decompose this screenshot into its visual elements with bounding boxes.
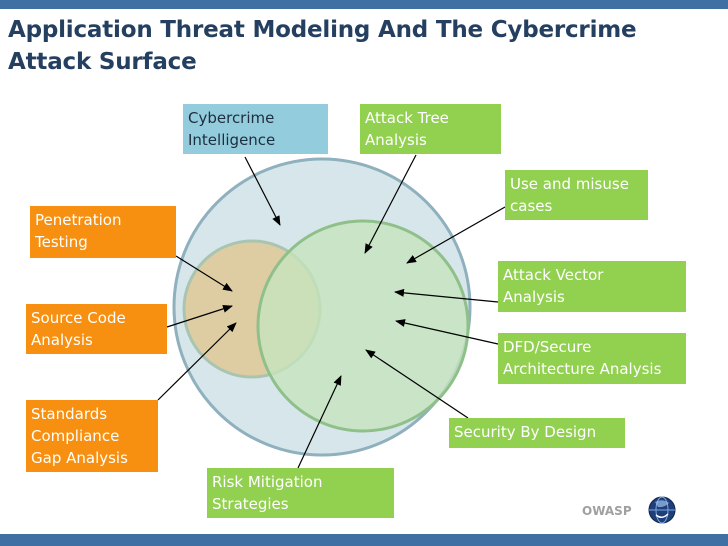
owasp-brand-text: OWASP	[582, 504, 632, 518]
arrow-attack-vector-analysis	[394, 288, 499, 303]
slide-title: Application Threat Modeling And The Cybe…	[8, 17, 637, 75]
penetration-testing-box: Penetration Testing	[30, 206, 176, 258]
attack-vector-analysis-box: Attack Vector Analysis	[498, 261, 686, 312]
arrow-source-code-analysis	[166, 304, 233, 328]
arrow-cybercrime-intelligence	[244, 156, 281, 226]
arrow-standards-compliance	[157, 322, 237, 401]
dfd-secure-architecture-analysis-box: DFD/Secure Architecture Analysis	[498, 333, 686, 384]
arrow-attack-tree-analysis	[364, 154, 417, 254]
source-code-analysis-box: Source Code Analysis	[26, 304, 167, 354]
bottom-bar	[0, 534, 728, 546]
owasp-globe-logo-icon	[648, 496, 676, 524]
arrow-security-by-design	[365, 349, 469, 419]
risk-mitigation-strategies-box: Risk Mitigation Strategies	[207, 468, 394, 518]
standards-compliance-gap-analysis-box: Standards Compliance Gap Analysis	[26, 400, 158, 472]
attack-tree-analysis-box: Attack Tree Analysis	[360, 104, 501, 154]
arrow-dfd-secure-architecture	[395, 319, 499, 345]
arrow-penetration-testing	[175, 255, 233, 292]
arrow-use-and-misuse-cases	[406, 206, 506, 264]
arrow-risk-mitigation	[297, 375, 342, 469]
top-bar	[0, 0, 728, 9]
security-by-design-box: Security By Design	[449, 418, 625, 448]
green-circle	[256, 219, 470, 433]
use-and-misuse-cases-box: Use and misuse cases	[505, 170, 648, 220]
cybercrime-intelligence-box: Cybercrime Intelligence	[183, 104, 328, 154]
